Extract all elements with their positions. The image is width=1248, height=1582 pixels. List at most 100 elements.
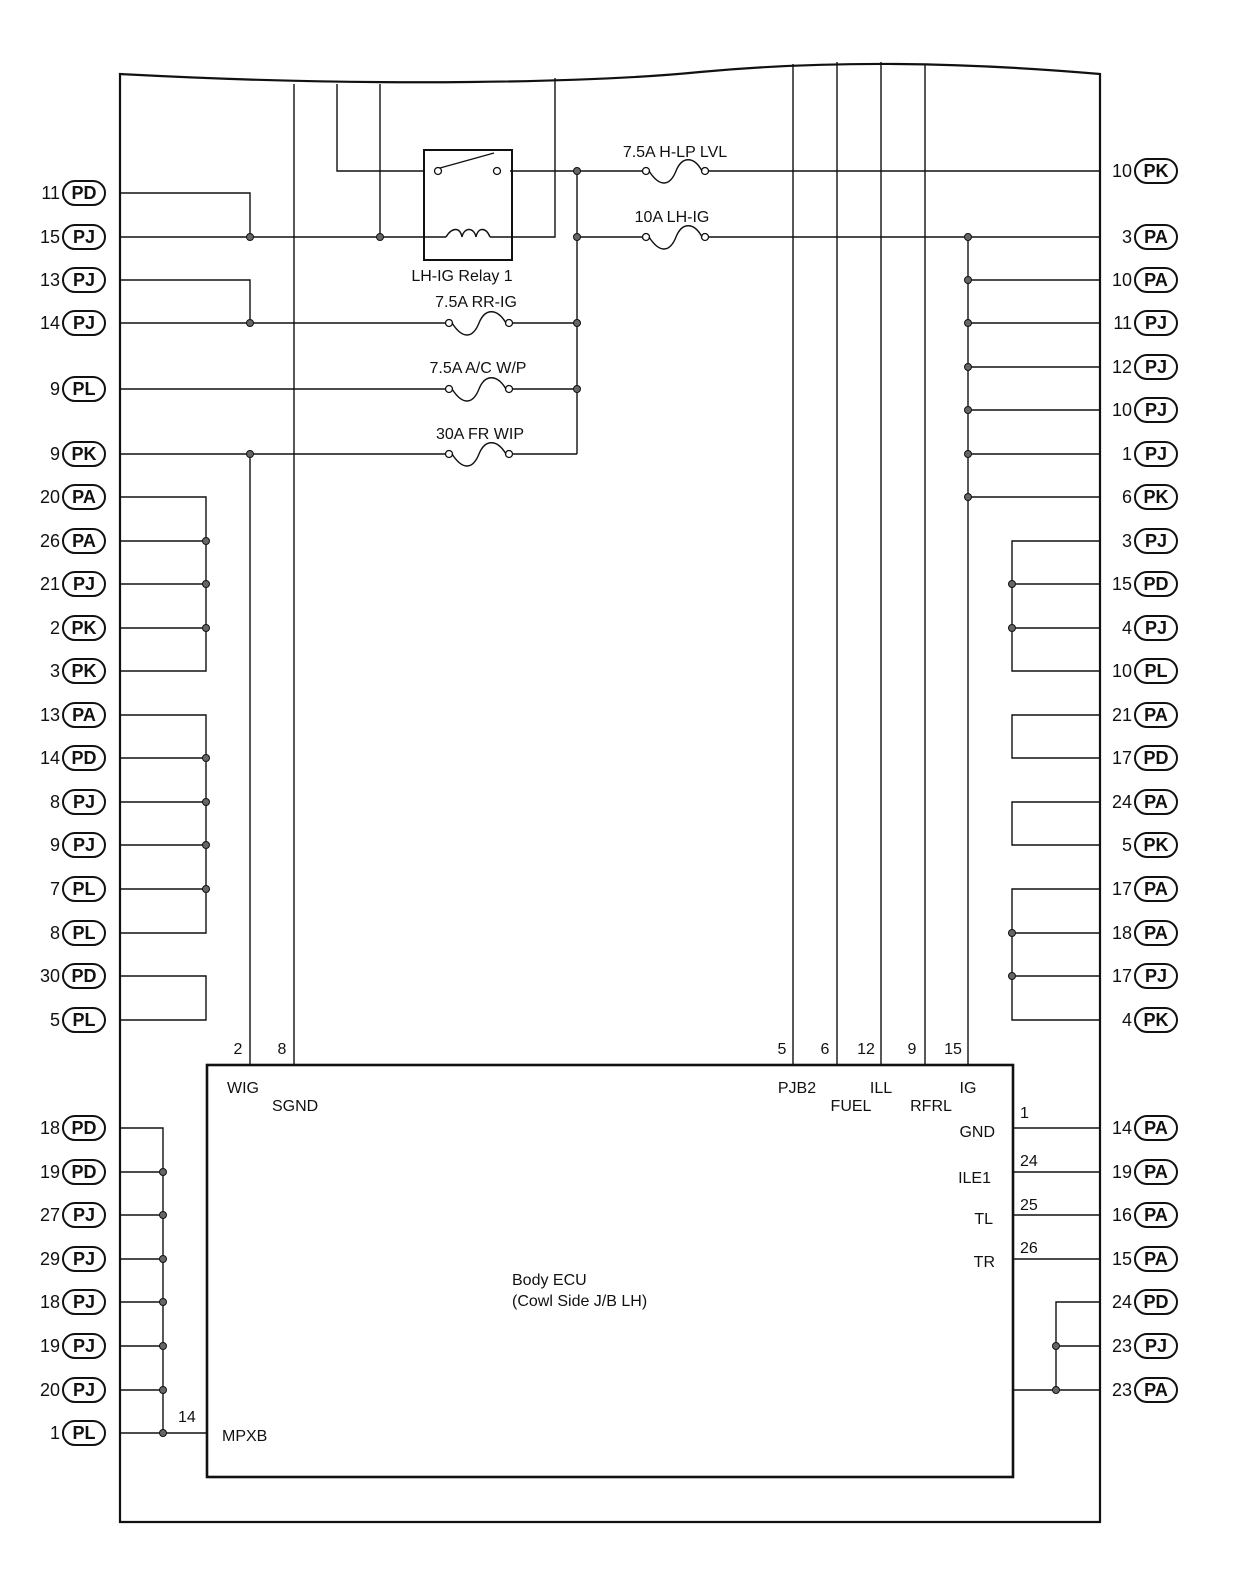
connector-code: PJ (73, 270, 95, 290)
left-connector-13: PJ8 (50, 789, 106, 815)
ecu-pin-gnd: 1 (1020, 1105, 1029, 1122)
connector-code: PK (71, 661, 96, 681)
connector-outline (62, 310, 106, 336)
connector-outline (62, 484, 106, 510)
connector-outline (1134, 484, 1178, 510)
connector-outline (1134, 158, 1178, 184)
connector-outline (62, 963, 106, 989)
right-connector-10: PJ4 (1122, 615, 1178, 641)
connector-outline (1134, 224, 1178, 250)
connector-pin: 9 (50, 444, 60, 464)
connector-code: PA (1144, 1118, 1168, 1138)
connector-code: PJ (73, 1380, 95, 1400)
ecu-pin-pjb2: 5 (778, 1041, 787, 1058)
right-connector-8: PJ 3 (1122, 528, 1178, 554)
connector-outline (1134, 397, 1178, 423)
connector-code: PA (1144, 705, 1168, 725)
right-connector-6: PJ1 (1122, 441, 1178, 467)
fuse-label-fr-wip: 30A FR WIP (436, 426, 524, 443)
connector-outline (1134, 441, 1178, 467)
connector-outline (62, 615, 106, 641)
right-connector-19: PK4 (1122, 1007, 1178, 1033)
fuse-lh-ig (641, 225, 710, 250)
ecu-terminal-pjb2: PJB2 (778, 1080, 816, 1097)
connector-pin: 15 (1112, 1249, 1132, 1269)
ecu-terminal-fuel: FUEL (831, 1098, 872, 1115)
connector-pin: 3 (1122, 531, 1132, 551)
connector-outline (1134, 1333, 1178, 1359)
connector-outline (1134, 571, 1178, 597)
connector-code: PK (1143, 161, 1168, 181)
connector-pin: 27 (40, 1205, 60, 1225)
connector-pin: 13 (40, 705, 60, 725)
connector-pin: 23 (1112, 1380, 1132, 1400)
left-connector-26: PL1 (50, 1420, 106, 1446)
connector-pin: 18 (40, 1118, 60, 1138)
connector-pin: 15 (1112, 574, 1132, 594)
connector-outline (1134, 702, 1178, 728)
connector-outline (62, 267, 106, 293)
connector-code: PJ (73, 835, 95, 855)
connector-pin: 12 (1112, 357, 1132, 377)
connector-code: PJ (73, 792, 95, 812)
connector-code: PA (1144, 792, 1168, 812)
connector-pin: 1 (50, 1423, 60, 1443)
connector-pin: 23 (1112, 1336, 1132, 1356)
connector-pin: 5 (1122, 835, 1132, 855)
fuse-label-lh-ig: 10A LH-IG (635, 209, 710, 226)
connector-outline (1134, 789, 1178, 815)
connector-code: PA (1144, 923, 1168, 943)
connector-code: PJ (1145, 444, 1167, 464)
connector-code: PJ (1145, 531, 1167, 551)
junction-block-frame (118, 62, 1102, 1524)
connector-pin: 9 (50, 835, 60, 855)
connector-outline (62, 1007, 106, 1033)
connector-code: PD (1143, 748, 1168, 768)
connector-pin: 20 (40, 1380, 60, 1400)
connector-pin: 5 (50, 1010, 60, 1030)
connector-outline (62, 376, 106, 402)
connector-code: PJ (1145, 966, 1167, 986)
ecu-terminal-tl: TL (974, 1211, 993, 1228)
connector-code: PK (71, 618, 96, 638)
connector-outline (1134, 615, 1178, 641)
connector-pin: 3 (1122, 227, 1132, 247)
connector-outline (62, 528, 106, 554)
right-jumper-groups (1011, 540, 1100, 1391)
connector-pin: 19 (40, 1162, 60, 1182)
connector-outline (1134, 1202, 1178, 1228)
connector-pin: 18 (1112, 923, 1132, 943)
connector-pin: 4 (1122, 1010, 1132, 1030)
connector-code: PL (1144, 661, 1167, 681)
connector-pin: 26 (40, 531, 60, 551)
connector-pin: 2 (50, 618, 60, 638)
connector-pin: 9 (50, 379, 60, 399)
connector-code: PJ (1145, 1336, 1167, 1356)
connector-pin: 20 (40, 487, 60, 507)
connector-code: PA (72, 487, 96, 507)
connector-code: PJ (1145, 313, 1167, 333)
left-connector-4: PL9 (50, 376, 106, 402)
connector-outline (1134, 1246, 1178, 1272)
left-connector-labels: PD11PJ15PJ13PJ14PL9PK9PA20PA26PJ21PK2PK3… (40, 180, 106, 1446)
connector-code: PL (72, 879, 95, 899)
ecu-terminal-sgnd: SGND (272, 1098, 318, 1115)
connector-code: PJ (73, 227, 95, 247)
right-connector-15: PK5 (1122, 832, 1178, 858)
